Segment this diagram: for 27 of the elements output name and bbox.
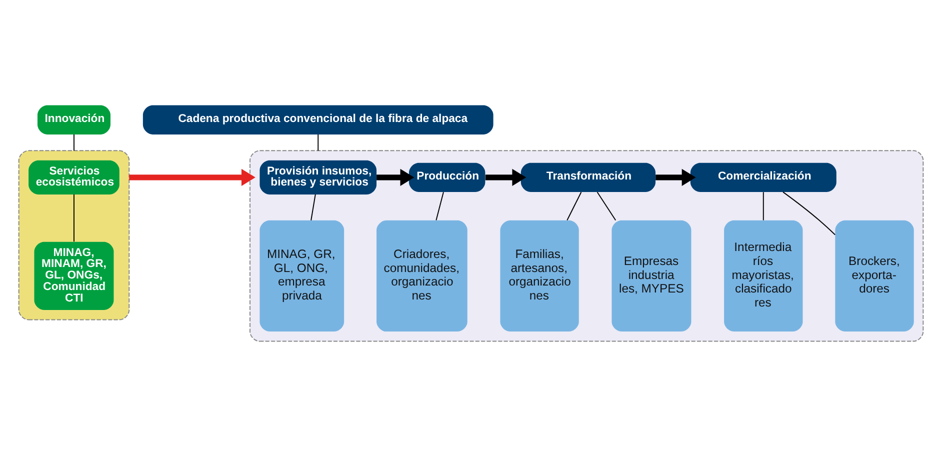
cluster <box>250 150 924 342</box>
node-box: Brockers, exporta- dores <box>835 220 914 332</box>
connector <box>318 134 319 152</box>
node-box: Transformación <box>520 162 656 192</box>
node-box: Provisión insumos, bienes y servicios <box>260 160 376 194</box>
node-box: Cadena productiva convencional de la fibra de alpaca <box>142 105 494 134</box>
node-box: Criadores, comunidades, organizacio nes <box>376 220 468 332</box>
node-box: Comercialización <box>690 162 836 192</box>
arrow <box>485 168 526 186</box>
connector <box>310 194 316 221</box>
connector <box>566 192 582 221</box>
arrow <box>656 168 696 186</box>
node-box: Empresas industria les, MYPES <box>612 220 692 332</box>
node-box: Intermedia ríos mayoristas, clasificado res <box>724 220 803 332</box>
connector <box>762 192 764 221</box>
node-box: Familias, artesanos, organizacio nes <box>500 220 579 332</box>
node-box: Producción <box>408 162 486 192</box>
connector <box>596 192 616 221</box>
node-box: MINAG, GR, GL, ONG, empresa privada <box>260 220 344 332</box>
node-box: MINAG, MINAM, GR, GL, ONGs, Comunidad CTI <box>34 242 114 310</box>
connector <box>436 192 444 221</box>
node-box: Innovación <box>37 105 110 134</box>
cluster <box>18 150 130 320</box>
connector <box>782 192 836 236</box>
node-box: Servicios ecosistémicos <box>28 160 120 194</box>
arrow <box>376 168 414 186</box>
arrow <box>129 168 256 186</box>
